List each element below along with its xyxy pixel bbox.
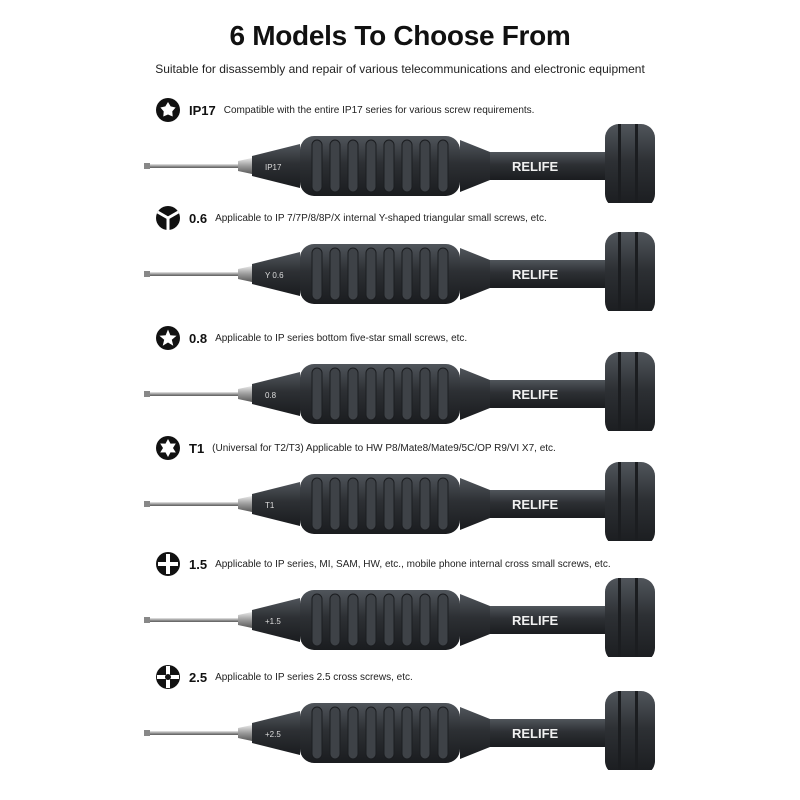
screwdriver-grip	[300, 590, 460, 650]
screwdriver-grip	[300, 703, 460, 763]
screwdriver-bit	[148, 502, 238, 506]
model-code: 0.8	[189, 330, 208, 346]
model-description: Applicable to IP series 2.5 cross screws…	[215, 671, 413, 683]
screwdriver-image: +2.5 RELIFE	[144, 691, 655, 770]
screwdriver-image: 0.8 RELIFE	[144, 352, 655, 431]
model-code: 0.6	[189, 210, 208, 226]
handle-mark: T1	[265, 501, 275, 510]
screwdriver-cap	[605, 578, 655, 657]
model-code: 2.5	[189, 669, 208, 685]
model-description: (Universal for T2/T3) Applicable to HW P…	[212, 442, 556, 454]
screwdriver-cap	[605, 462, 655, 541]
model-header: 2.5 Applicable to IP series 2.5 cross sc…	[155, 665, 413, 689]
screwdriver-bit	[148, 392, 238, 396]
screwdriver-image: T1 RELIFE	[144, 462, 655, 541]
screwdriver-cap	[605, 352, 655, 431]
screwdriver-cap	[605, 124, 655, 203]
page-title: 6 Models To Choose From	[229, 20, 571, 51]
model-description: Applicable to IP series, MI, SAM, HW, et…	[215, 558, 611, 570]
model-header: T1 (Universal for T2/T3) Applicable to H…	[155, 436, 556, 460]
pentalobe-icon	[156, 98, 180, 122]
model-description: Compatible with the entire IP17 series f…	[223, 104, 535, 116]
model-code: IP17	[189, 102, 216, 118]
screwdriver-image: Y 0.6 RELIFE	[144, 232, 655, 311]
model-row: T1 (Universal for T2/T3) Applicable to H…	[0, 436, 800, 551]
brand-logo: RELIFE	[512, 613, 559, 628]
model-header: 0.8 Applicable to IP series bottom five-…	[155, 326, 467, 350]
handle-mark: +2.5	[265, 730, 281, 739]
brand-logo: RELIFE	[512, 497, 559, 512]
handle-mark: IP17	[265, 163, 282, 172]
torx-icon	[156, 436, 180, 460]
screwdriver-cap	[605, 691, 655, 770]
model-row: 0.6 Applicable to IP 7/7P/8/8P/X interna…	[0, 206, 800, 321]
brand-logo: RELIFE	[512, 267, 559, 282]
model-code: T1	[189, 440, 205, 456]
cross-circle-icon	[156, 665, 180, 689]
screwdriver-bit	[148, 618, 238, 622]
cross-icon	[156, 552, 180, 576]
model-header: 1.5 Applicable to IP series, MI, SAM, HW…	[155, 552, 611, 576]
brand-logo: RELIFE	[512, 387, 559, 402]
handle-mark: 0.8	[265, 391, 277, 400]
screwdriver-bit	[148, 731, 238, 735]
model-row: 1.5 Applicable to IP series, MI, SAM, HW…	[0, 552, 800, 667]
tri-wing-icon	[156, 206, 180, 230]
model-description: Applicable to IP 7/7P/8/8P/X internal Y-…	[215, 212, 547, 224]
model-code: 1.5	[189, 556, 208, 572]
model-row: 2.5 Applicable to IP series 2.5 cross sc…	[0, 665, 800, 780]
screwdriver-grip	[300, 474, 460, 534]
screwdriver-image: IP17 RELIFE	[144, 124, 655, 203]
model-row: 0.8 Applicable to IP series bottom five-…	[0, 326, 800, 441]
model-header: IP17 Compatible with the entire IP17 ser…	[155, 98, 534, 122]
screwdriver-bit	[148, 272, 238, 276]
model-description: Applicable to IP series bottom five-star…	[215, 332, 468, 344]
handle-mark: Y 0.6	[265, 271, 284, 280]
screwdriver-grip	[300, 244, 460, 304]
model-row: IP17 Compatible with the entire IP17 ser…	[0, 98, 800, 213]
star-icon	[156, 326, 180, 350]
brand-logo: RELIFE	[512, 159, 559, 174]
screwdriver-cap	[605, 232, 655, 311]
model-header: 0.6 Applicable to IP 7/7P/8/8P/X interna…	[155, 206, 547, 230]
screwdriver-image: +1.5 RELIFE	[144, 578, 655, 657]
brand-logo: RELIFE	[512, 726, 559, 741]
screwdriver-grip	[300, 364, 460, 424]
screwdriver-bit	[148, 164, 238, 168]
handle-mark: +1.5	[265, 617, 281, 626]
screwdriver-grip	[300, 136, 460, 196]
page-subtitle: Suitable for disassembly and repair of v…	[155, 62, 645, 76]
